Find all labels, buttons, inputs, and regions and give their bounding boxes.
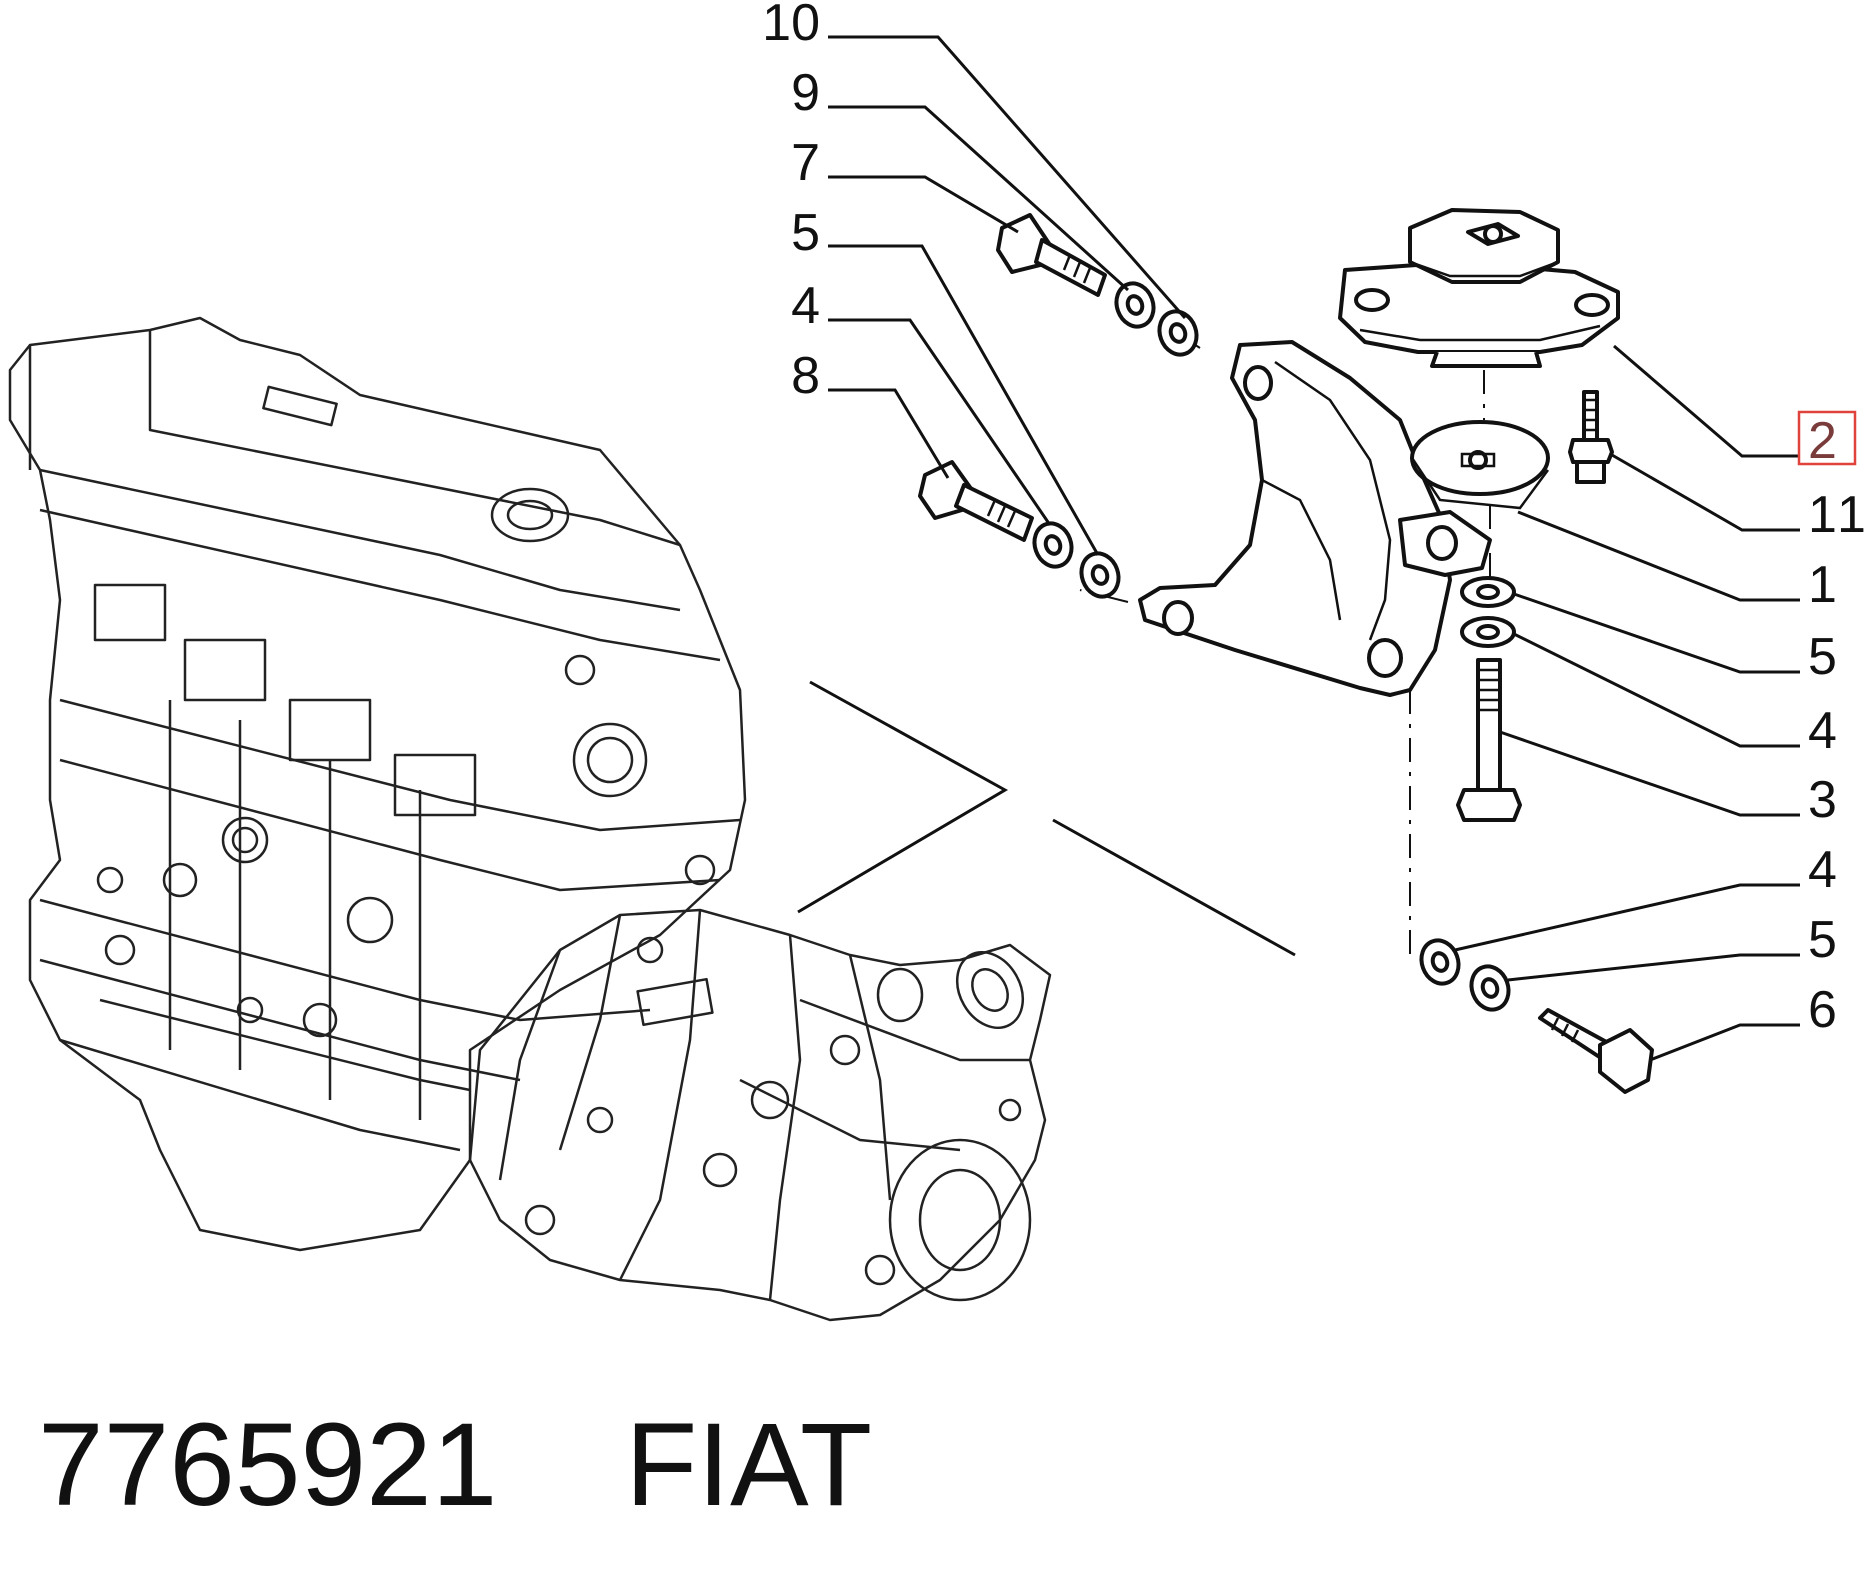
callout-3: 3 [1808,771,1837,829]
bolt-11 [1568,390,1614,484]
leader-lines [828,35,1800,1062]
washer-4-right-lower-hole [1430,951,1450,973]
engine-gearbox-assembly [8,316,1296,1322]
callout-11: 11 [1808,486,1864,544]
callout-2: 2 [1808,412,1837,470]
brand-name: FIAT [625,1399,873,1531]
callout-9: 9 [791,64,820,122]
callout-5-right-lower: 5 [1808,911,1837,969]
washer-5-right-upper-hole [1476,584,1500,600]
highlight-box-2 [1797,410,1857,466]
engine-mount-rubber [1338,208,1620,368]
callout-5-left: 5 [791,204,820,262]
callout-8: 8 [791,347,820,405]
callout-1: 1 [1808,556,1837,614]
bolt-8 [918,460,1034,542]
bolt-6 [1538,1008,1654,1094]
mount-parts [918,208,1654,1094]
gearbox [468,908,1052,1322]
washer-5-left-hole [1090,564,1110,586]
mounting-bracket [1138,340,1550,697]
washer-10-hole [1168,322,1188,344]
part-number: 7765921 [38,1399,498,1531]
callout-4-right-lower: 4 [1808,841,1837,899]
callout-6: 6 [1808,981,1837,1039]
callout-numbers: 10 9 7 5 4 8 2 11 1 5 4 3 4 5 6 [762,0,1864,1039]
callout-4-left: 4 [791,277,820,335]
part-caption: 7765921 FIAT [38,1395,872,1535]
location-pointer [797,680,1296,957]
washer-4-left-hole [1043,534,1063,556]
callout-7: 7 [791,134,820,192]
callout-5-right-upper: 5 [1808,628,1837,686]
washer-9-hole [1125,294,1145,316]
bolt-3 [1456,658,1522,822]
washer-4-right-upper-hole [1476,624,1500,640]
callout-10: 10 [762,0,820,52]
washer-5-right-lower-hole [1480,977,1500,999]
callout-4-right-upper: 4 [1808,702,1837,760]
engine-block [8,316,747,1252]
